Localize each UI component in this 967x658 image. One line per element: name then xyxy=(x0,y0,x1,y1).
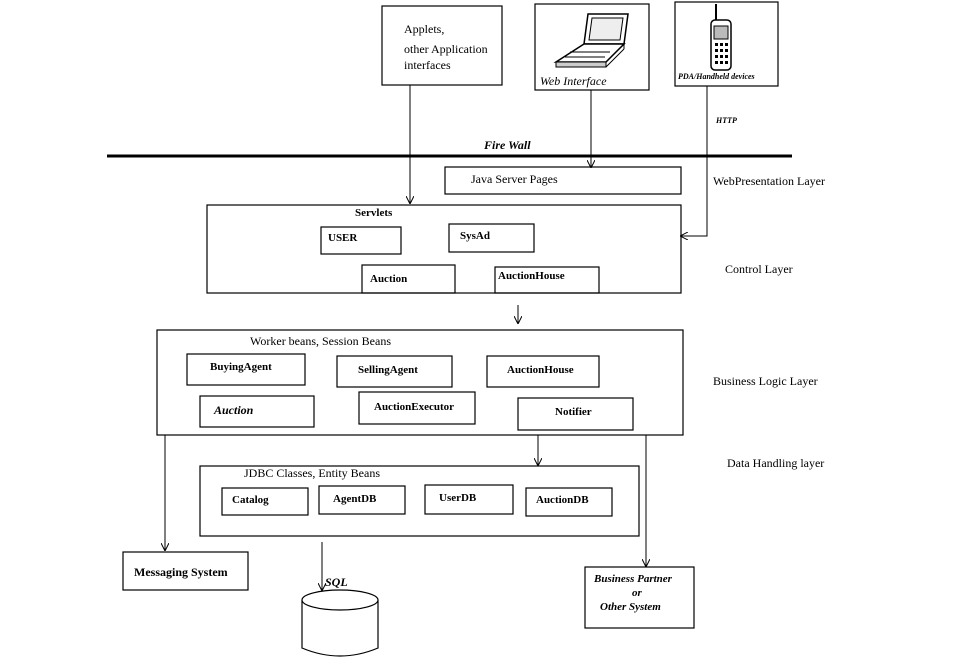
jsp-label: Java Server Pages xyxy=(471,172,558,186)
applets-label-3: interfaces xyxy=(404,58,451,72)
auctionexecutor-box xyxy=(358,391,476,425)
applets-box xyxy=(381,5,503,86)
agentdb-box xyxy=(318,485,406,515)
notifier-label: Notifier xyxy=(555,406,592,418)
user-box xyxy=(320,226,402,255)
servlet-auctionhouse-label: AuctionHouse xyxy=(498,270,565,282)
applets-label-2: other Application xyxy=(404,42,488,56)
catalog-label: Catalog xyxy=(232,494,269,506)
userdb-box xyxy=(424,484,514,515)
pda-box xyxy=(674,1,779,87)
firewall-label: Fire Wall xyxy=(484,138,531,152)
notifier-box xyxy=(517,397,634,431)
sellingagent-box xyxy=(336,355,453,388)
auctiondb-label: AuctionDB xyxy=(536,494,589,506)
jdbc-container xyxy=(199,465,640,537)
partner-label-2: or xyxy=(632,587,642,599)
jdbc-title: JDBC Classes, Entity Beans xyxy=(244,466,381,480)
messaging-box xyxy=(122,551,249,591)
auctionexecutor-label: AuctionExecutor xyxy=(374,401,455,413)
bean-auctionhouse-box xyxy=(486,355,600,388)
http-label: HTTP xyxy=(716,116,737,125)
pda-arrow xyxy=(681,86,708,236)
bean-auctionhouse-label: AuctionHouse xyxy=(507,364,574,376)
sellingagent-label: SellingAgent xyxy=(358,364,418,376)
messaging-label: Messaging System xyxy=(134,565,228,579)
business-logic-layer-label: Business Logic Layer xyxy=(713,374,818,388)
web-presentation-layer-label: WebPresentation Layer xyxy=(713,174,825,188)
pda-label: PDA/Handheld devices xyxy=(678,72,755,81)
database-cylinder xyxy=(301,589,379,657)
partner-label-1: Business Partner xyxy=(594,573,672,585)
beans-title: Worker beans, Session Beans xyxy=(250,334,392,348)
auctiondb-box xyxy=(525,487,613,517)
beans-container xyxy=(156,329,684,436)
servlets-title: Servlets xyxy=(355,207,393,219)
partner-box xyxy=(584,566,695,629)
sql-label: SQL xyxy=(325,575,348,589)
servlets-container xyxy=(206,204,682,294)
servlet-auction-label: Auction xyxy=(370,273,408,285)
phone-icon xyxy=(710,4,732,71)
web-interface-label: Web Interface xyxy=(540,74,607,88)
laptop-icon xyxy=(553,13,629,68)
data-handling-layer-label: Data Handling layer xyxy=(727,456,825,470)
sysad-label: SysAd xyxy=(460,230,490,242)
sysad-box xyxy=(448,223,535,253)
jsp-box xyxy=(444,166,682,195)
agentdb-label: AgentDB xyxy=(333,493,377,505)
buyingagent-box xyxy=(186,353,306,386)
servlet-auction-box xyxy=(361,264,456,294)
web-interface-box xyxy=(534,3,650,91)
bean-auction-label: Auction xyxy=(214,403,254,417)
catalog-box xyxy=(221,487,309,516)
partner-label-3: Other System xyxy=(600,601,661,613)
applets-label-1: Applets, xyxy=(404,22,445,36)
servlet-auctionhouse-box xyxy=(494,266,600,294)
user-label: USER xyxy=(328,232,358,244)
buyingagent-label: BuyingAgent xyxy=(210,361,272,373)
userdb-label: UserDB xyxy=(439,492,477,504)
bean-auction-box xyxy=(199,395,315,428)
control-layer-label: Control Layer xyxy=(725,262,793,276)
